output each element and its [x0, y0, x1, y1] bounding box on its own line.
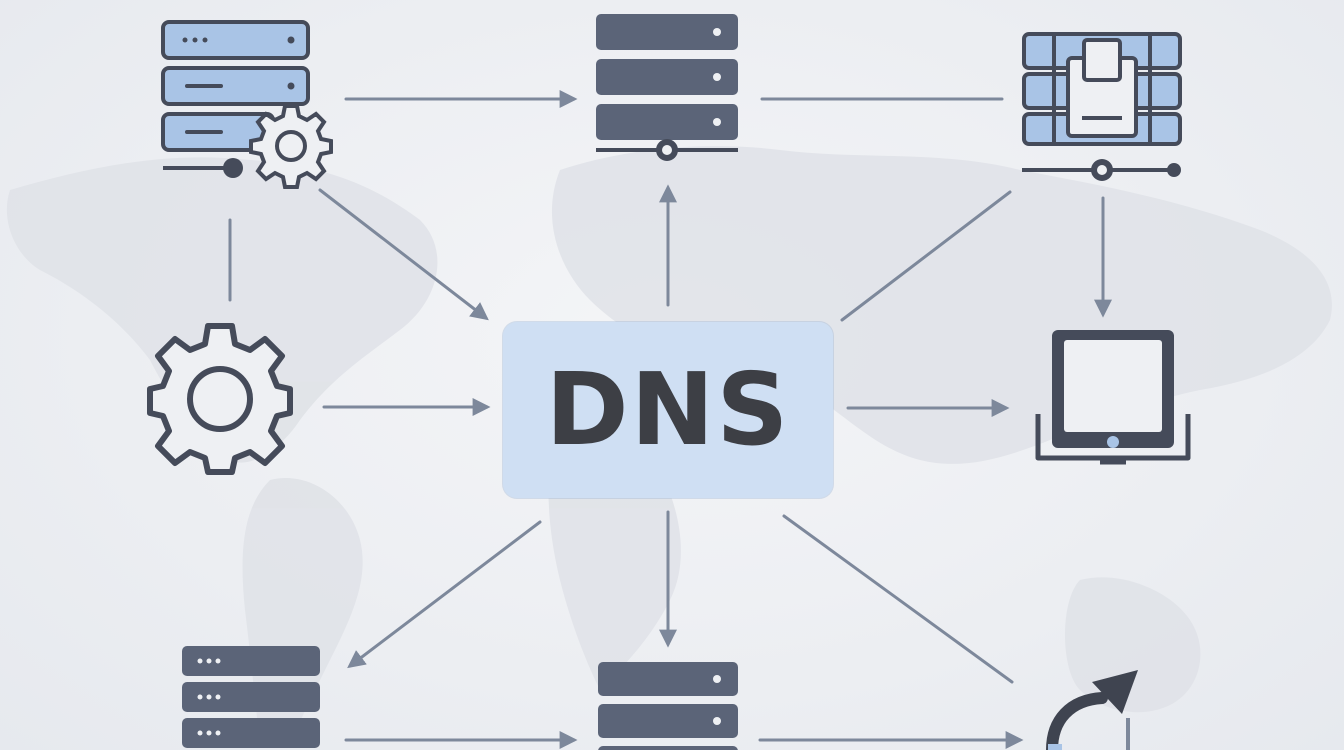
- connections: [228, 90, 1112, 749]
- line-dns-to-bottomright: [782, 514, 1014, 684]
- gear-icon: [147, 323, 293, 475]
- line-dns-to-topright: [840, 190, 1012, 322]
- tablet-device-icon: [1035, 330, 1191, 465]
- server-stack-top-center-icon: [596, 14, 738, 161]
- storage-server-icon: [1022, 32, 1182, 181]
- dns-label: DNS: [545, 351, 791, 468]
- arrow-dns-to-bottomleft: [347, 520, 542, 669]
- server-with-gear-icon: [161, 20, 333, 189]
- dns-center-box: DNS: [503, 322, 833, 498]
- arrow-topleft-to-dns: [318, 188, 489, 321]
- redirect-arrow-icon: [1046, 670, 1138, 750]
- server-stack-bottom-left-icon: [182, 646, 320, 748]
- server-stack-bottom-center-icon: [598, 662, 738, 750]
